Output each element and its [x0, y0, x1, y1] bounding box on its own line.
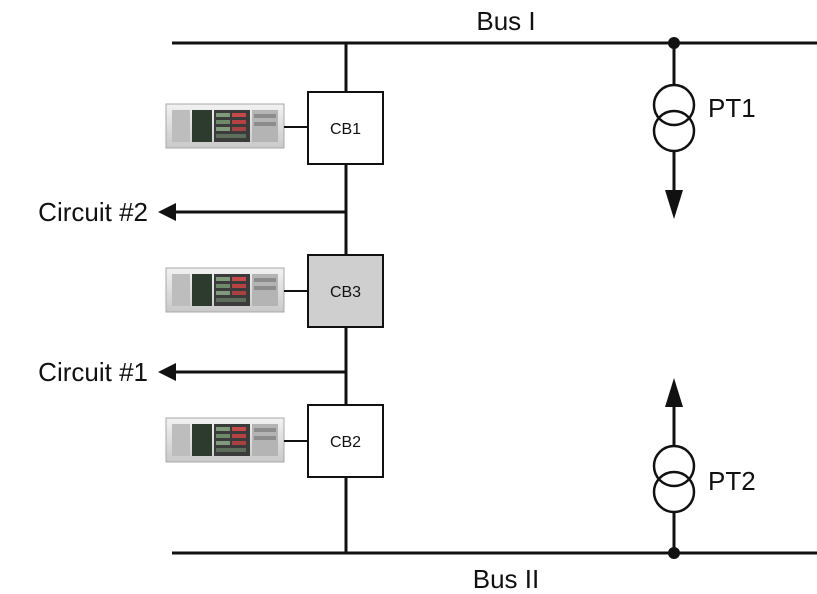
breaker-cb3-label: CB3 — [330, 284, 361, 301]
circuit-2-label[interactable]: Circuit #2 — [38, 197, 148, 227]
breaker-cb2[interactable] — [307, 404, 384, 478]
breaker-cb2-label: CB2 — [330, 434, 361, 451]
circuit-1-arrow-icon — [158, 363, 176, 381]
bus-2-label: Bus II — [473, 564, 539, 594]
relay-icon-cb1[interactable] — [165, 103, 285, 149]
pt2-transformer-icon[interactable] — [652, 444, 696, 488]
circuit-1-label[interactable]: Circuit #1 — [38, 357, 148, 387]
pt1-transformer-icon[interactable] — [652, 83, 696, 127]
pt2-arrow-up-icon — [665, 378, 683, 407]
circuit-2-arrow-icon — [158, 203, 176, 221]
pt2-junction-dot — [668, 547, 680, 559]
pt2-label: PT2 — [708, 466, 756, 496]
breaker-cb1[interactable] — [307, 91, 384, 165]
breaker-cb1-label: CB1 — [330, 121, 361, 138]
pt1-label: PT1 — [708, 93, 756, 123]
relay-icon-cb3[interactable] — [165, 267, 285, 313]
bus-1-label: Bus I — [476, 6, 535, 36]
relay-icon-cb2[interactable] — [165, 417, 285, 463]
pt1-arrow-down-icon — [665, 190, 683, 219]
